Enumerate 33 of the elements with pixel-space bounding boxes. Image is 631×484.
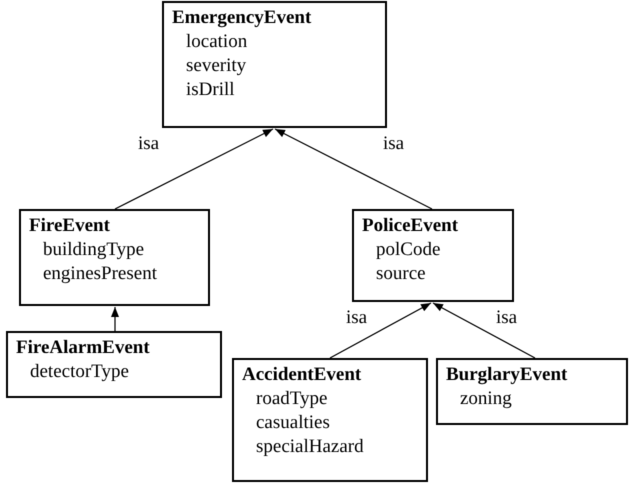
class-box <box>162 1 387 128</box>
arrow <box>114 128 274 210</box>
attribute-name: detectorType <box>30 360 129 384</box>
class-name: BurglaryEvent <box>446 363 568 387</box>
attribute-name: buildingType <box>43 238 144 262</box>
attribute-name: location <box>186 30 248 54</box>
attribute-name: isDrill <box>186 78 235 102</box>
class-box <box>232 358 428 482</box>
attribute-name: polCode <box>376 238 440 262</box>
class-name: FireEvent <box>29 214 110 238</box>
class-name: EmergencyEvent <box>172 6 312 30</box>
arrow <box>432 302 536 359</box>
attribute-name: specialHazard <box>256 435 364 459</box>
arrow <box>330 302 432 359</box>
class-box <box>19 209 210 306</box>
class-name: PoliceEvent <box>362 214 458 238</box>
arrow <box>274 128 432 210</box>
edge-label: isa <box>346 308 368 327</box>
attribute-name: zoning <box>460 387 512 411</box>
edge-label: isa <box>383 134 404 153</box>
arrow <box>111 307 119 331</box>
attribute-name: severity <box>186 54 246 78</box>
edge-label: isa <box>138 134 160 153</box>
attribute-name: casualties <box>256 411 330 435</box>
class-box <box>6 331 222 398</box>
class-box <box>436 358 628 425</box>
class-name: AccidentEvent <box>242 363 362 387</box>
attribute-name: roadType <box>256 387 328 411</box>
class-name: FireAlarmEvent <box>16 336 150 360</box>
edge-label: isa <box>496 308 518 327</box>
attribute-name: source <box>376 262 426 286</box>
class-box <box>352 209 514 302</box>
attribute-name: enginesPresent <box>43 262 157 286</box>
